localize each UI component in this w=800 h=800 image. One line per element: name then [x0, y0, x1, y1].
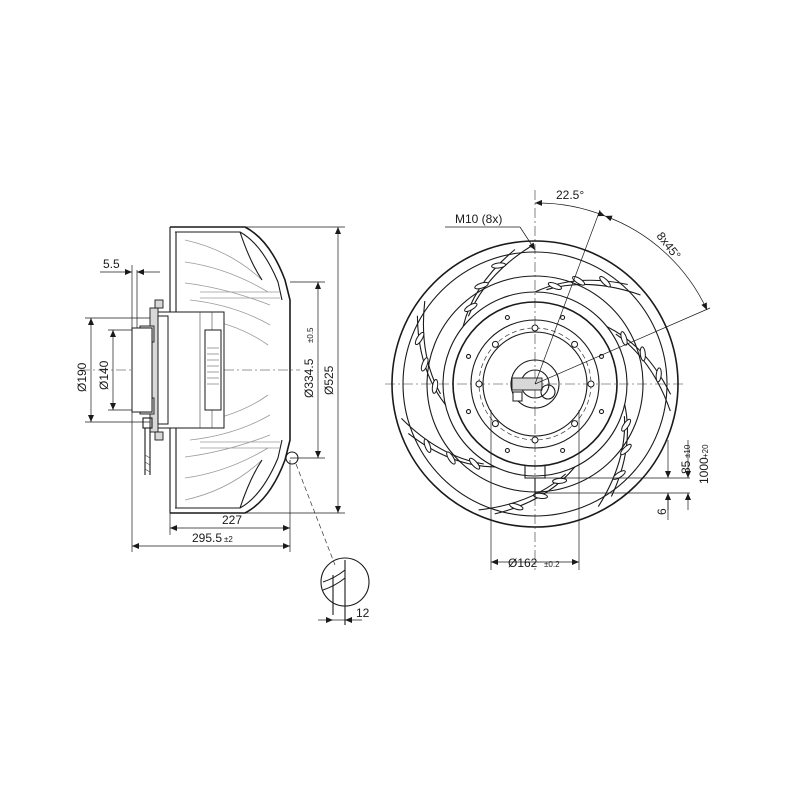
dim-6-label: 6	[655, 508, 669, 515]
rotor-ring	[482, 331, 588, 437]
dim-334-5-tolerance: ±0.5	[306, 327, 315, 343]
dim-162-label: Ø162	[508, 556, 538, 570]
bolt-hole	[571, 420, 579, 428]
blade-slot	[446, 451, 456, 465]
shroud-ring	[402, 251, 668, 517]
motor-inner-ring	[470, 319, 600, 449]
blade-slot	[423, 438, 432, 453]
motor-screw	[465, 353, 472, 359]
motor-ring	[452, 301, 618, 467]
blade-slot	[533, 492, 548, 500]
motor-screw	[504, 314, 510, 321]
dim-5-5-label: 5.5	[103, 257, 120, 271]
bolt-hole	[531, 324, 539, 332]
outer-ring	[391, 240, 679, 528]
cable	[144, 428, 151, 475]
motor-rotor-ring	[157, 315, 169, 425]
angle-8x45-label: 8x45°	[654, 229, 684, 262]
dim-334-5-label: Ø334.5	[302, 358, 316, 398]
angle-22-5-label: 22.5°	[556, 188, 584, 202]
blade-slot	[572, 275, 586, 286]
blade-tip-bottom	[239, 459, 263, 509]
impeller-blade-edge	[422, 300, 441, 395]
motor-winding	[204, 329, 222, 411]
dim-140-label: Ø140	[97, 360, 111, 390]
dim-162-tolerance: ±0.2	[544, 560, 560, 569]
dim-295-5-tolerance: ±2	[224, 535, 233, 544]
motor-screw	[598, 409, 605, 415]
mounting-bolts	[465, 314, 605, 454]
inlet-shroud	[175, 231, 283, 509]
blade-slot	[547, 282, 562, 290]
motor-screw	[504, 447, 510, 454]
blade-slot	[469, 457, 481, 470]
bolt-hole	[475, 380, 483, 388]
winding-coils	[207, 347, 219, 385]
bolt-hole	[491, 340, 499, 348]
blade-slot	[655, 367, 662, 383]
bolt-hole	[531, 436, 539, 444]
blade-slot	[639, 346, 646, 362]
blade-slot	[464, 302, 478, 313]
hub-ring	[510, 359, 560, 409]
blade-slot	[620, 331, 628, 346]
bolt-hole	[587, 380, 595, 388]
dim-295-5-label: 295.5	[192, 531, 222, 545]
dim-85-label: 85	[679, 460, 693, 474]
thread-label: M10 (8x)	[455, 212, 502, 226]
blade-slot	[431, 378, 439, 394]
dim-525-label: Ø525	[322, 365, 336, 395]
side-view: 5.5 Ø190 Ø140 Ø334.5 ±0.5 Ø525 227 295.5…	[75, 226, 370, 625]
impeller-outer-contour	[170, 226, 291, 514]
dim-85-tolerance: ±10	[683, 444, 692, 458]
front-view: M10 (8x) 22.5° 8x45° 85 ±10 1000 +20 6 Ø…	[385, 188, 711, 570]
blade-tip-top	[239, 231, 263, 281]
blade-slots	[414, 262, 662, 511]
impeller-blade	[416, 315, 446, 405]
blade-slot	[491, 262, 507, 269]
bolt-hole	[491, 420, 499, 428]
mounting-plate	[131, 327, 153, 413]
blade-lines-bottom	[184, 394, 280, 501]
rating-plate	[511, 377, 543, 391]
motor-screw	[465, 409, 472, 415]
blade-slot	[620, 443, 632, 456]
blade-slot	[552, 477, 568, 484]
dim-12-label: 12	[356, 606, 370, 620]
detail-leader	[295, 463, 336, 566]
blade-slot	[420, 357, 429, 372]
blade-slot	[414, 331, 425, 346]
blade-slot	[621, 418, 632, 432]
blade-slot	[474, 281, 489, 290]
impeller-blade-edge	[401, 418, 484, 465]
motor-screw	[560, 447, 566, 454]
dim-1000-label: 1000	[697, 457, 711, 484]
motor-screw	[598, 353, 605, 359]
blade-slot	[509, 502, 524, 511]
motor-screw	[560, 314, 566, 321]
dim-227-label: 227	[222, 513, 242, 527]
dim-1000-tolerance: +20	[701, 444, 710, 458]
bolt-hole	[571, 340, 579, 348]
dim-190-label: Ø190	[75, 362, 89, 392]
blade-slot	[612, 470, 626, 480]
